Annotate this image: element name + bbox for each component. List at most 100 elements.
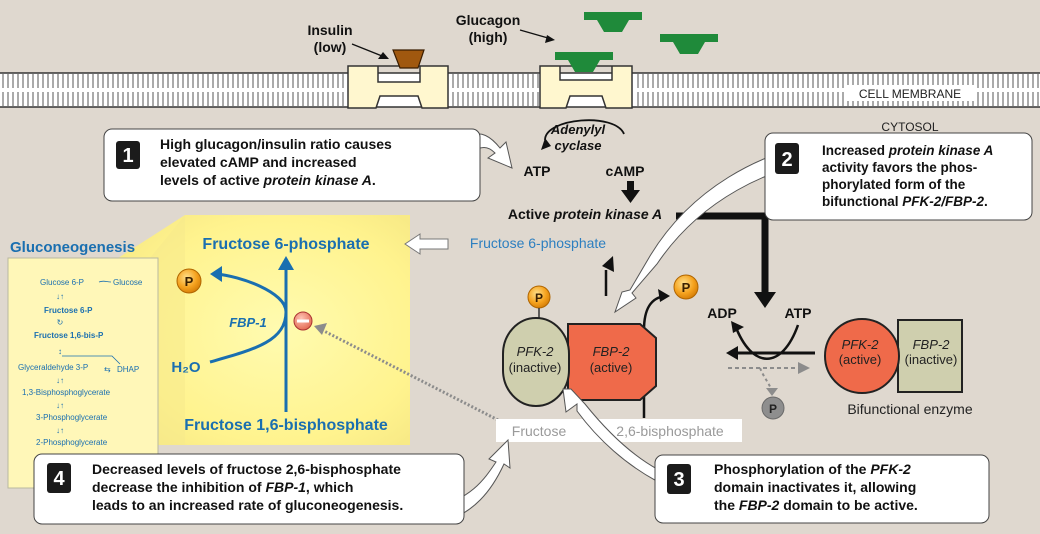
insulin-pointer	[351, 43, 383, 57]
fructose-6-phosphate-label: Fructose 6-phosphate	[202, 236, 369, 253]
pfk2-active-label: PFK-2	[842, 337, 880, 352]
phosphate-icon: P	[673, 274, 699, 300]
step-3-box: 3 Phosphorylation of the PFK-2 domain in…	[654, 454, 990, 524]
pfk2-domain-active	[824, 318, 900, 394]
pathway-arrow: ↓↑	[56, 376, 64, 385]
fbp2-label: FBP-2	[593, 344, 631, 359]
adenylyl-cyclase-label: cyclase	[555, 138, 602, 153]
step-2-badge	[775, 143, 799, 174]
adp-label: ADP	[707, 305, 737, 321]
water-label: H₂O	[171, 359, 200, 376]
glucagon-pointer	[519, 29, 549, 39]
pathway-fructose-6p: Fructose 6-P	[44, 306, 93, 315]
pathway-arrow: ↓↑	[56, 401, 64, 410]
phosphate-icon: P	[527, 285, 551, 309]
phosphate-release-dashed-head	[766, 388, 778, 396]
insulin-pointer-head	[378, 52, 389, 59]
fbp2-state: (active)	[590, 360, 633, 375]
pathway-13bpg: 1,3-Bisphosphoglycerate	[22, 388, 111, 397]
equilibrium-arrow-left-head	[726, 346, 738, 360]
step-4-text: Decreased levels of fructose 2,6-bisphos…	[92, 461, 405, 513]
inhibition-minus-icon	[293, 311, 313, 331]
atp-right-label: ATP	[785, 305, 812, 321]
fructose-16-bisphosphate-label: Fructose 1,6-bisphosphate	[184, 417, 388, 434]
bifunctional-enzyme-label: Bifunctional enzyme	[847, 401, 973, 417]
pathway-arrow: ↓↑	[56, 426, 64, 435]
pka-arrow	[676, 212, 769, 296]
step-2-text: Increased protein kinase A activity favo…	[822, 143, 997, 209]
fbp1-reaction-arrow-head	[278, 256, 294, 270]
fbp2-inactive-state: (inactive)	[905, 352, 958, 367]
pka-arrow-head	[754, 292, 776, 308]
active-pka-label: Active protein kinase A	[508, 206, 662, 222]
cell-membrane-label: CELL MEMBRANE	[859, 87, 961, 101]
pathway-glucose-6p: Glucose 6-P	[40, 278, 84, 287]
dashed-inhibition-arrow	[321, 328, 499, 422]
step-3-number: 3	[673, 469, 684, 491]
glucagon-molecule	[584, 12, 642, 32]
svg-text:P: P	[682, 280, 691, 295]
pathway-arrow: ↓↑	[56, 292, 64, 301]
svg-text:P: P	[535, 291, 543, 305]
step-2-box: 2 Increased protein kinase A activity fa…	[764, 132, 1033, 221]
step-4-badge	[47, 463, 71, 493]
pathway-3pg: 3-Phosphoglycerate	[36, 413, 108, 422]
camp-label: cAMP	[606, 163, 645, 179]
kinase-curve-head	[731, 321, 744, 333]
fbp1-label: FBP-1	[229, 315, 267, 330]
highlight-shade	[150, 215, 185, 445]
insulin-label: Insulin	[307, 22, 352, 38]
phosphate-release-head	[210, 266, 222, 282]
glucagon-label: Glucagon	[456, 12, 521, 28]
pfk2-active-state: (active)	[839, 352, 882, 367]
step-2-number: 2	[781, 149, 792, 171]
fructose-26bp-label: Fructose	[512, 423, 567, 439]
pathway-fructose-16bp: Fructose 1,6-bis-P	[34, 331, 104, 340]
phosphate-icon: P	[176, 268, 202, 294]
step-3-text: Phosphorylation of the PFK-2 domain inac…	[714, 461, 920, 513]
camp-arrow-head	[621, 190, 640, 203]
step-1-badge	[116, 141, 140, 169]
glucagon-level: (high)	[469, 29, 508, 45]
membrane-label-bg	[846, 85, 974, 101]
f26bp-label-bg	[496, 419, 742, 442]
glucagon-pointer-head	[545, 35, 555, 43]
fbp2-domain-inactive	[897, 319, 963, 393]
gluconeogenesis-title: Gluconeogenesis	[10, 239, 135, 256]
water-input-curve	[209, 311, 288, 364]
pathway-dhap: ⇆	[104, 365, 111, 374]
cytosol-label: CYTOSOL	[881, 120, 938, 134]
gluconeogenesis-pathway: Glucose 6-P Glucose ↓↑ Fructose 6-P ↻ Fr…	[18, 278, 143, 447]
kinase-curve	[733, 324, 800, 360]
cyclase-arc	[544, 119, 625, 141]
glucagon-bound-molecule	[555, 52, 613, 72]
pathway-g3p: Glyceraldehyde 3-P	[18, 363, 88, 372]
camp-arrow	[627, 181, 634, 191]
fructose-6-phosphate-pale: Fructose 6-phosphate	[470, 235, 606, 251]
pfk2-state: (inactive)	[509, 360, 562, 375]
step-1-text: High glucagon/insulin ratio causes eleva…	[160, 136, 396, 188]
step-3-badge	[667, 464, 691, 494]
pfk2-label: PFK-2	[517, 344, 555, 359]
pathway-dhap-label: DHAP	[117, 365, 139, 374]
insulin-level: (low)	[314, 39, 347, 55]
dashed-inhibition-head	[314, 323, 327, 335]
pathway-arrow: ↻	[57, 318, 64, 327]
fructose-26bp-label: 2,6-bisphosphate	[616, 423, 724, 439]
pfk2-domain-inactive	[502, 317, 570, 407]
step-1-box: 1 High glucagon/insulin ratio causes ele…	[103, 128, 481, 202]
step-4-number: 4	[53, 468, 65, 490]
insulin-receptor	[347, 65, 449, 109]
phosphate-released-icon: P	[761, 396, 785, 420]
gluconeogenesis-panel	[7, 257, 159, 489]
f6p-arrow-head	[602, 256, 614, 272]
insulin-molecule	[392, 49, 425, 69]
svg-text:P: P	[769, 402, 777, 416]
pathway-2pg: 2-Phosphoglycerate	[36, 438, 108, 447]
equilibrium-arrow-right-head	[798, 362, 810, 374]
adenylyl-cyclase-label: Adenylyl	[550, 122, 606, 137]
pathway-glucose: Glucose	[113, 278, 143, 287]
step-4-box: 4 Decreased levels of fructose 2,6-bisph…	[33, 453, 465, 525]
cyclase-arc-head	[541, 138, 551, 150]
